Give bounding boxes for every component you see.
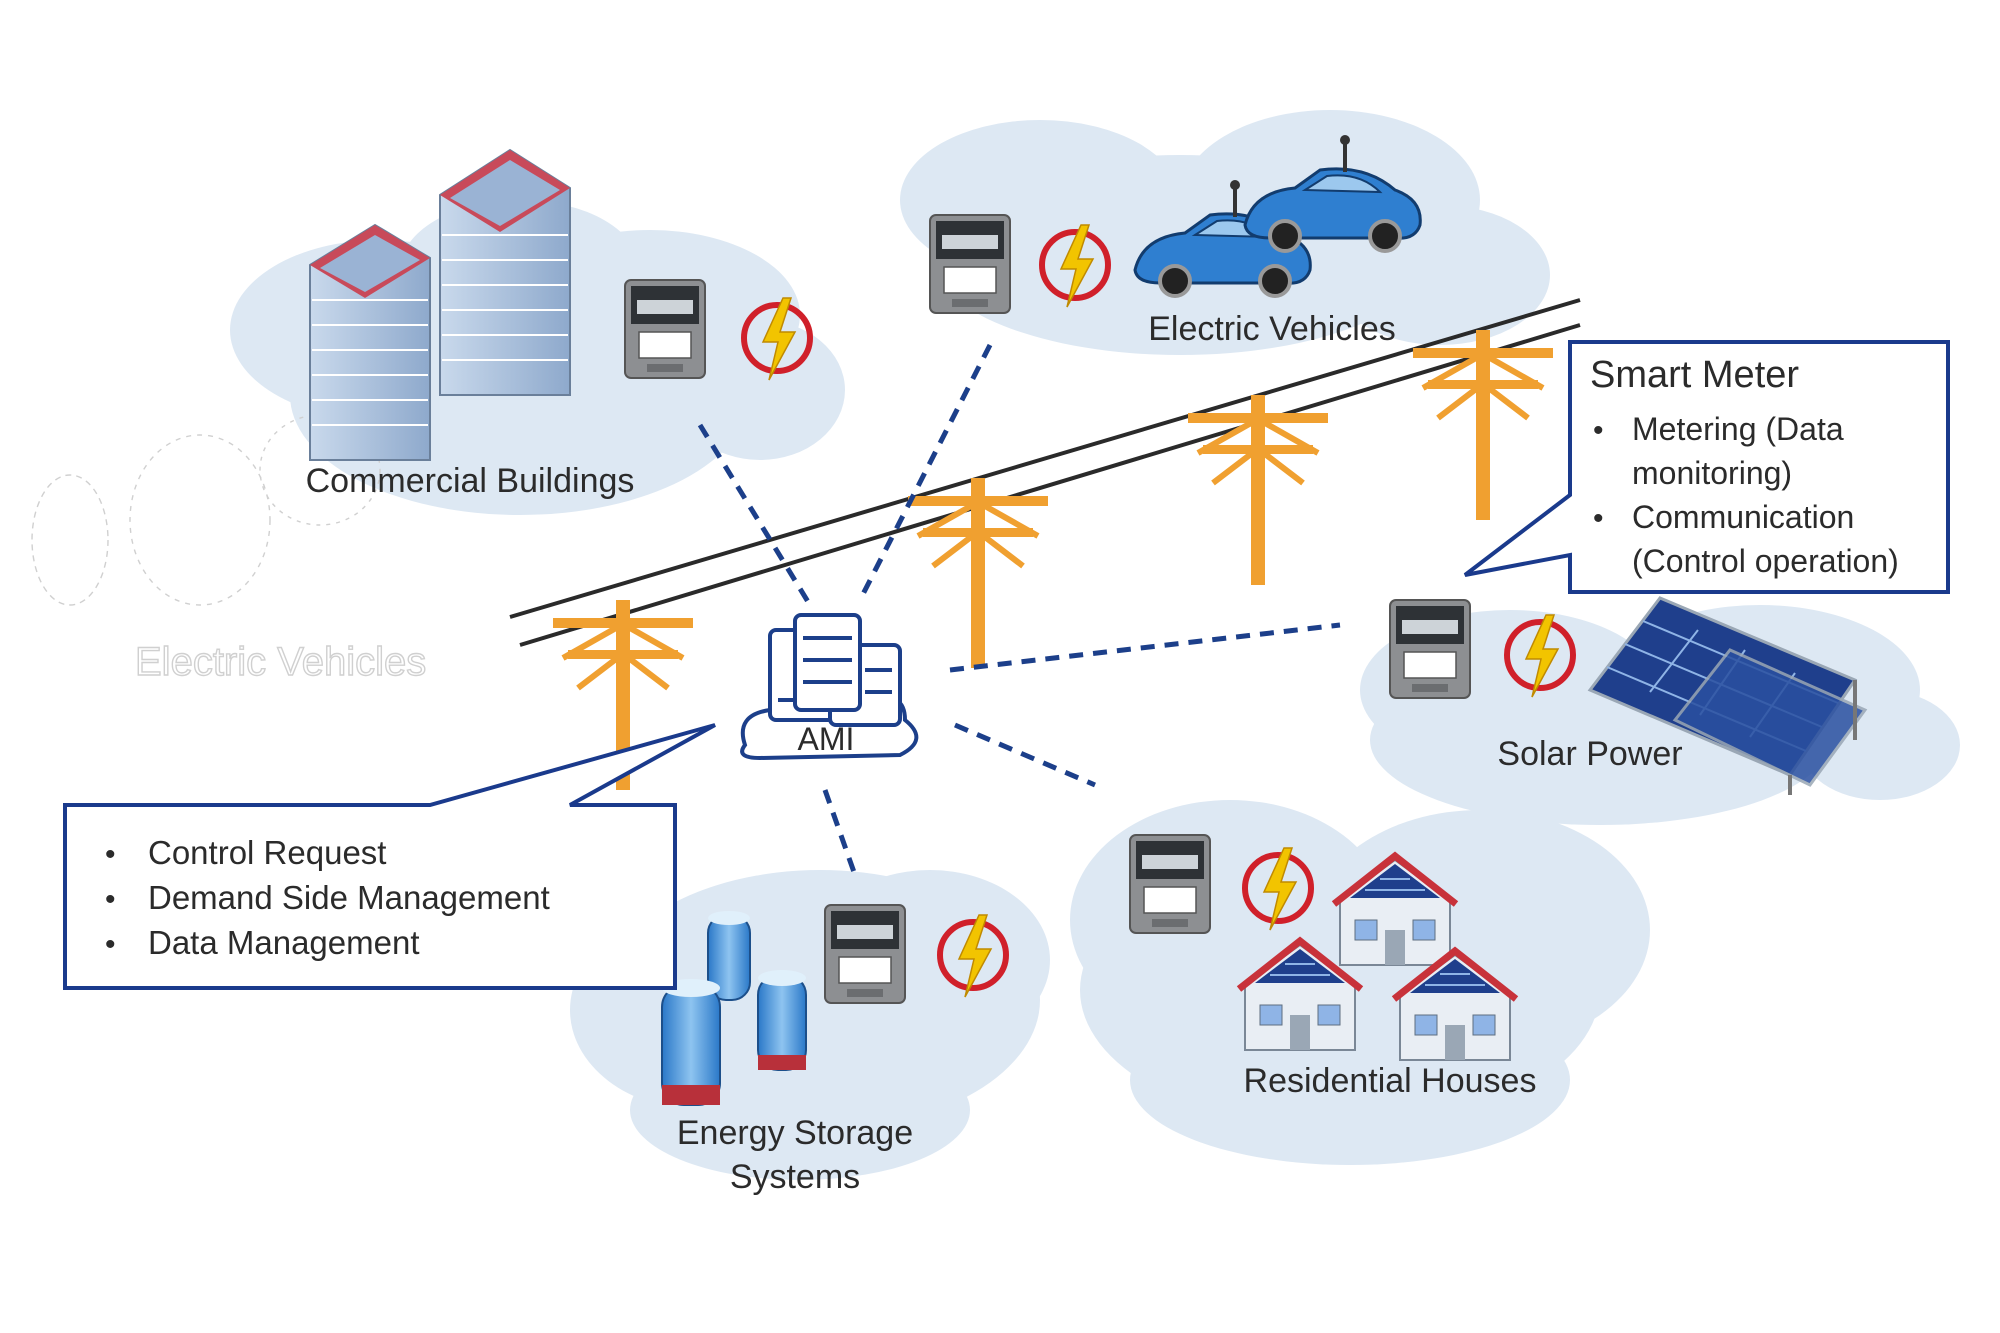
power-lines — [509, 298, 1581, 647]
ami-item-1: Control Request — [148, 834, 386, 871]
ghost-artifact: Electric Vehicles — [31, 414, 427, 685]
utility-pole-3 — [1188, 395, 1328, 585]
utility-pole-4 — [1413, 330, 1553, 520]
sm-item-1-line1: Metering (Data — [1632, 411, 1844, 447]
ami-server-icon — [740, 613, 919, 761]
ghost-electric-vehicles-label: Electric Vehicles — [135, 640, 426, 684]
sm-item-2-line2: (Control operation) — [1632, 543, 1899, 579]
ami-item-3: Data Management — [148, 924, 420, 961]
label-residential-houses: Residential Houses — [1244, 1062, 1537, 1100]
solar-panels-icon — [1587, 596, 1868, 795]
utility-pole-2 — [908, 478, 1048, 668]
label-commercial-buildings: Commercial Buildings — [306, 462, 635, 500]
ami-callout: • Control Request • Demand Side Manageme… — [63, 723, 716, 990]
bullet: • — [105, 928, 116, 961]
ami-item-2: Demand Side Management — [148, 879, 550, 916]
label-energy-storage-line2: Systems — [730, 1158, 860, 1196]
bullet: • — [105, 883, 116, 916]
bullet: • — [105, 838, 116, 871]
sm-item-2-line1: Communication — [1632, 499, 1854, 535]
bullet: • — [1593, 414, 1604, 447]
smart-meter-icon-ev — [929, 214, 1011, 314]
label-energy-storage-line1: Energy Storage — [677, 1114, 913, 1152]
smart-meter-icon-storage — [824, 904, 906, 1004]
label-electric-vehicles: Electric Vehicles — [1148, 310, 1396, 348]
smart-meter-callout-title: Smart Meter — [1590, 354, 1799, 396]
label-ami: AMI — [798, 721, 855, 757]
comm-links — [697, 343, 1341, 876]
smart-meter-icon-residential — [1129, 834, 1211, 934]
smart-meter-callout: Smart Meter • Metering (Data monitoring)… — [1463, 340, 1950, 594]
smart-meter-icon-commercial — [624, 279, 706, 379]
bullet: • — [1593, 502, 1604, 535]
smart-meter-icon-solar — [1389, 599, 1471, 699]
label-solar-power: Solar Power — [1497, 735, 1682, 773]
battery-stack-icon — [661, 911, 807, 1106]
sm-item-1-line2: monitoring) — [1632, 455, 1792, 491]
commercial-buildings-icon — [309, 148, 571, 461]
